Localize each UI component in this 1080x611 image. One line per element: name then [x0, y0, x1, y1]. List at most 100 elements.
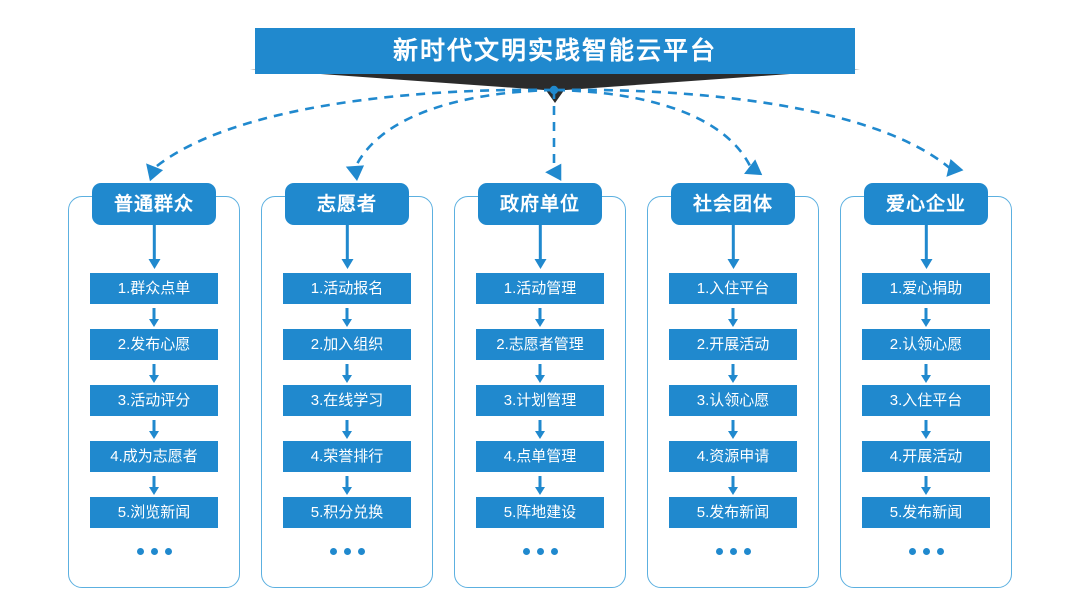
role-card-general-public[interactable]: 普通群众 1.群众点单 2.发布心愿 3.活动评分 4.成为志愿者 5.浏览新闻	[68, 183, 240, 588]
role-item-list: 1.群众点单 2.发布心愿 3.活动评分 4.成为志愿者 5.浏览新闻	[90, 273, 218, 555]
list-item[interactable]: 4.资源申请	[669, 441, 797, 472]
list-item-label: 1.入住平台	[696, 280, 770, 297]
list-item[interactable]: 5.阵地建设	[476, 497, 604, 528]
list-item[interactable]: 4.荣誉排行	[283, 441, 411, 472]
list-item-label: 1.活动管理	[503, 280, 577, 297]
list-item-label: 5.浏览新闻	[117, 504, 191, 521]
step-arrow-icon	[342, 304, 353, 329]
more-items-ellipsis-icon	[329, 548, 365, 555]
step-arrow-icon	[728, 472, 739, 497]
role-card-header[interactable]: 爱心企业	[864, 183, 988, 225]
list-item-label: 2.志愿者管理	[496, 336, 584, 353]
role-card-header-label: 志愿者	[316, 193, 377, 215]
banner-bar: 新时代文明实践智能云平台	[255, 28, 855, 74]
list-item-label: 3.入住平台	[889, 392, 963, 409]
role-item-list: 1.活动管理 2.志愿者管理 3.计划管理 4.点单管理 5.阵地建设	[476, 273, 604, 555]
header-to-first-item-arrow-icon	[727, 225, 740, 273]
role-card-charity-enterprise[interactable]: 爱心企业 1.爱心捐助 2.认领心愿 3.入住平台 4.开展活动 5.发布新闻	[840, 183, 1012, 588]
step-arrow-icon	[149, 416, 160, 441]
step-arrow-icon	[149, 304, 160, 329]
role-card-header-label: 爱心企业	[885, 193, 966, 215]
list-item-label: 3.活动评分	[117, 392, 191, 409]
list-item-label: 4.资源申请	[696, 448, 770, 465]
list-item-label: 4.成为志愿者	[110, 448, 198, 465]
more-items-ellipsis-icon	[136, 548, 172, 555]
step-arrow-icon	[342, 360, 353, 385]
list-item-label: 2.认领心愿	[889, 336, 963, 353]
step-arrow-icon	[535, 304, 546, 329]
list-item-label: 2.加入组织	[310, 336, 384, 353]
list-item-label: 2.发布心愿	[117, 336, 191, 353]
list-item[interactable]: 3.在线学习	[283, 385, 411, 416]
header-to-first-item-arrow-icon	[534, 225, 547, 273]
role-card-volunteer[interactable]: 志愿者 1.活动报名 2.加入组织 3.在线学习 4.荣誉排行 5.积分兑换	[261, 183, 433, 588]
list-item[interactable]: 4.开展活动	[862, 441, 990, 472]
role-card-header[interactable]: 志愿者	[285, 183, 409, 225]
more-items-ellipsis-icon	[908, 548, 944, 555]
list-item-label: 3.在线学习	[310, 392, 384, 409]
hub-arrow-to-column-4	[555, 88, 763, 176]
list-item[interactable]: 1.活动报名	[283, 273, 411, 304]
platform-title-text: 新时代文明实践智能云平台	[392, 36, 717, 65]
header-to-first-item-arrow-icon	[341, 225, 354, 273]
hub-arrow-to-column-2	[345, 88, 554, 182]
list-item[interactable]: 3.活动评分	[90, 385, 218, 416]
more-items-ellipsis-icon	[715, 548, 751, 555]
list-item[interactable]: 5.发布新闻	[669, 497, 797, 528]
step-arrow-icon	[921, 304, 932, 329]
list-item[interactable]: 1.入住平台	[669, 273, 797, 304]
list-item-label: 5.发布新闻	[889, 504, 963, 521]
list-item-label: 3.认领心愿	[696, 392, 770, 409]
list-item[interactable]: 1.爱心捐助	[862, 273, 990, 304]
role-card-header[interactable]: 普通群众	[92, 183, 216, 225]
step-arrow-icon	[535, 360, 546, 385]
step-arrow-icon	[342, 472, 353, 497]
step-arrow-icon	[535, 472, 546, 497]
step-arrow-icon	[728, 416, 739, 441]
list-item[interactable]: 2.开展活动	[669, 329, 797, 360]
role-item-list: 1.活动报名 2.加入组织 3.在线学习 4.荣誉排行 5.积分兑换	[283, 273, 411, 555]
step-arrow-icon	[149, 360, 160, 385]
list-item[interactable]: 1.群众点单	[90, 273, 218, 304]
role-card-header-label: 政府单位	[499, 193, 580, 215]
list-item[interactable]: 4.点单管理	[476, 441, 604, 472]
list-item-label: 2.开展活动	[696, 336, 770, 353]
hub-arrow-to-column-5	[555, 88, 964, 177]
role-card-header[interactable]: 政府单位	[478, 183, 602, 225]
list-item[interactable]: 5.发布新闻	[862, 497, 990, 528]
list-item[interactable]: 2.志愿者管理	[476, 329, 604, 360]
list-item[interactable]: 5.浏览新闻	[90, 497, 218, 528]
header-to-first-item-arrow-icon	[148, 225, 161, 273]
list-item[interactable]: 4.成为志愿者	[90, 441, 218, 472]
list-item[interactable]: 3.认领心愿	[669, 385, 797, 416]
list-item[interactable]: 2.加入组织	[283, 329, 411, 360]
platform-title-banner: 新时代文明实践智能云平台	[250, 28, 860, 103]
list-item-label: 4.荣誉排行	[310, 448, 384, 465]
list-item-label: 1.活动报名	[310, 280, 384, 297]
step-arrow-icon	[921, 360, 932, 385]
hub-arrow-to-column-1	[146, 88, 554, 182]
list-item[interactable]: 2.认领心愿	[862, 329, 990, 360]
list-item-label: 1.爱心捐助	[889, 280, 963, 297]
list-item[interactable]: 1.活动管理	[476, 273, 604, 304]
list-item[interactable]: 5.积分兑换	[283, 497, 411, 528]
list-item-label: 3.计划管理	[503, 392, 577, 409]
step-arrow-icon	[342, 416, 353, 441]
list-item[interactable]: 2.发布心愿	[90, 329, 218, 360]
list-item-label: 1.群众点单	[117, 280, 191, 297]
role-card-social-group[interactable]: 社会团体 1.入住平台 2.开展活动 3.认领心愿 4.资源申请 5.发布新闻	[647, 183, 819, 588]
list-item-label: 5.发布新闻	[696, 504, 770, 521]
role-card-government-unit[interactable]: 政府单位 1.活动管理 2.志愿者管理 3.计划管理 4.点单管理 5.阵地建设	[454, 183, 626, 588]
role-columns: 普通群众 1.群众点单 2.发布心愿 3.活动评分 4.成为志愿者 5.浏览新闻	[0, 183, 1080, 596]
list-item[interactable]: 3.入住平台	[862, 385, 990, 416]
list-item[interactable]: 3.计划管理	[476, 385, 604, 416]
step-arrow-icon	[149, 472, 160, 497]
list-item-label: 5.阵地建设	[503, 504, 577, 521]
list-item-label: 4.点单管理	[503, 448, 577, 465]
role-item-list: 1.爱心捐助 2.认领心愿 3.入住平台 4.开展活动 5.发布新闻	[862, 273, 990, 555]
role-card-header[interactable]: 社会团体	[671, 183, 795, 225]
list-item-label: 5.积分兑换	[310, 504, 384, 521]
list-item-label: 4.开展活动	[889, 448, 963, 465]
step-arrow-icon	[728, 360, 739, 385]
